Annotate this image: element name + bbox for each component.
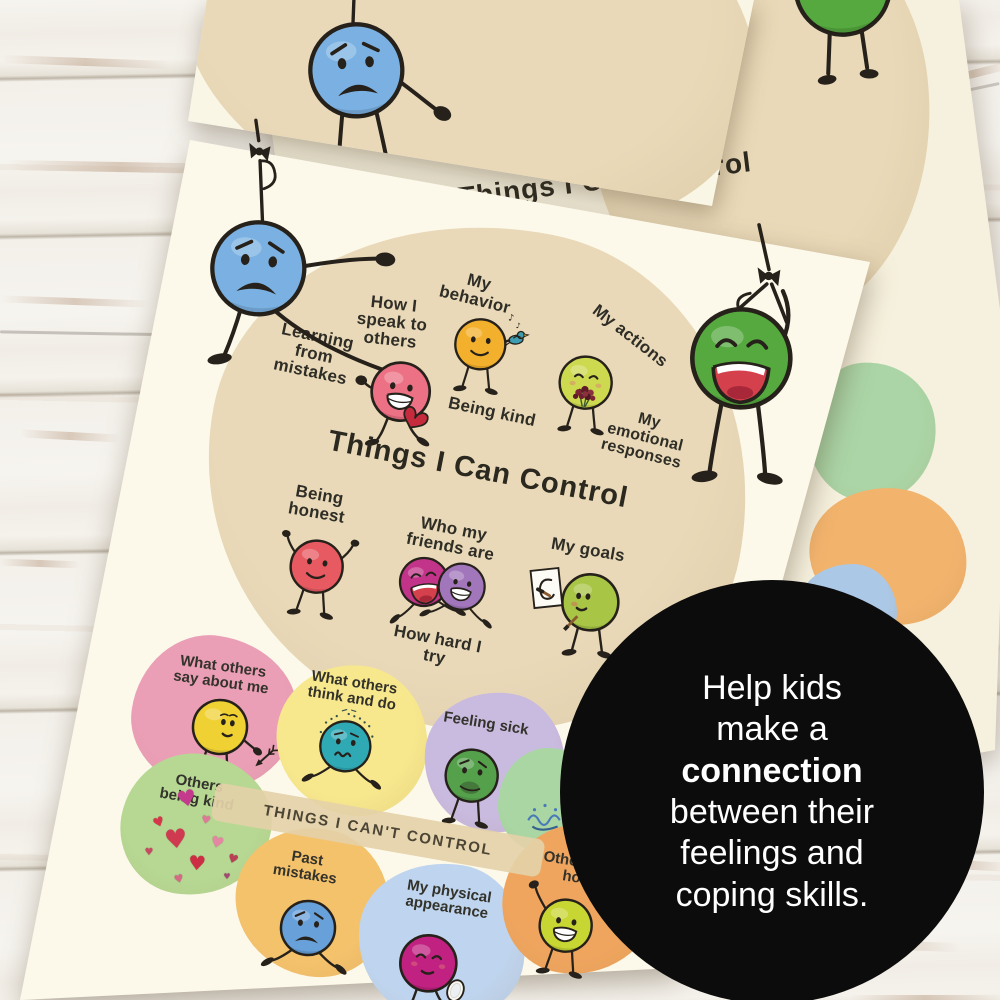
heart-icon: ♥ [200, 812, 212, 828]
heart-icon: ♥ [144, 847, 154, 858]
heart-icon: ♥ [174, 785, 200, 814]
promo-line: between their [669, 793, 875, 831]
heart-icon: ♥ [223, 872, 231, 881]
promo-line: coping skills. [675, 875, 869, 914]
promo-line: feelings and [680, 834, 864, 873]
control-label: How I speak to others [355, 291, 429, 352]
promo-line: connection [681, 751, 863, 790]
promo-line: Help kids [702, 668, 842, 707]
promo-line: make a [716, 710, 828, 749]
heart-icon: ♥ [187, 850, 207, 876]
heart-icon: ♥ [162, 823, 190, 857]
heart-icon: ♥ [172, 871, 186, 887]
